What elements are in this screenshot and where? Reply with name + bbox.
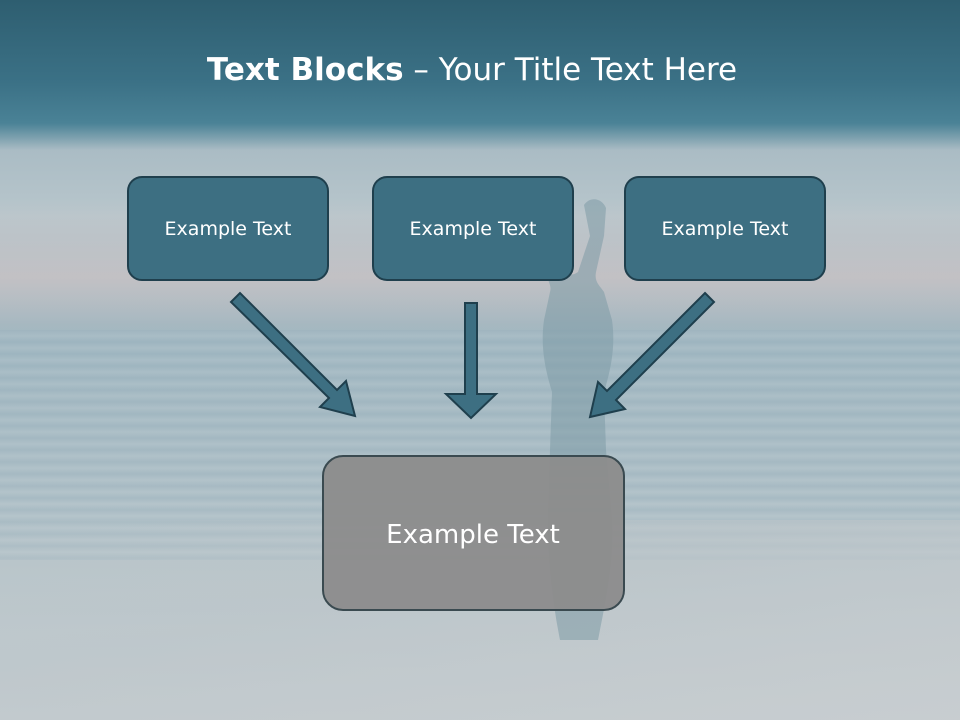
page-title: Text Blocks – Your Title Text Here (0, 52, 944, 88)
top-left-box-label: Example Text (165, 218, 292, 240)
title-bold-part: Text Blocks (206, 52, 404, 88)
title-band (0, 0, 960, 150)
top-right-box-label: Example Text (662, 218, 789, 240)
top-right-box: Example Text (624, 176, 826, 281)
bottom-box-label: Example Text (386, 520, 560, 550)
arrow-center-down (443, 302, 499, 420)
top-left-box: Example Text (127, 176, 329, 281)
arrow-right-diagonal (588, 291, 716, 419)
arrow-left-diagonal (229, 291, 357, 418)
bottom-box: Example Text (322, 455, 625, 611)
title-separator: – (403, 52, 439, 88)
top-center-box: Example Text (372, 176, 574, 281)
title-rest: Your Title Text Here (438, 52, 738, 88)
top-center-box-label: Example Text (410, 218, 537, 240)
